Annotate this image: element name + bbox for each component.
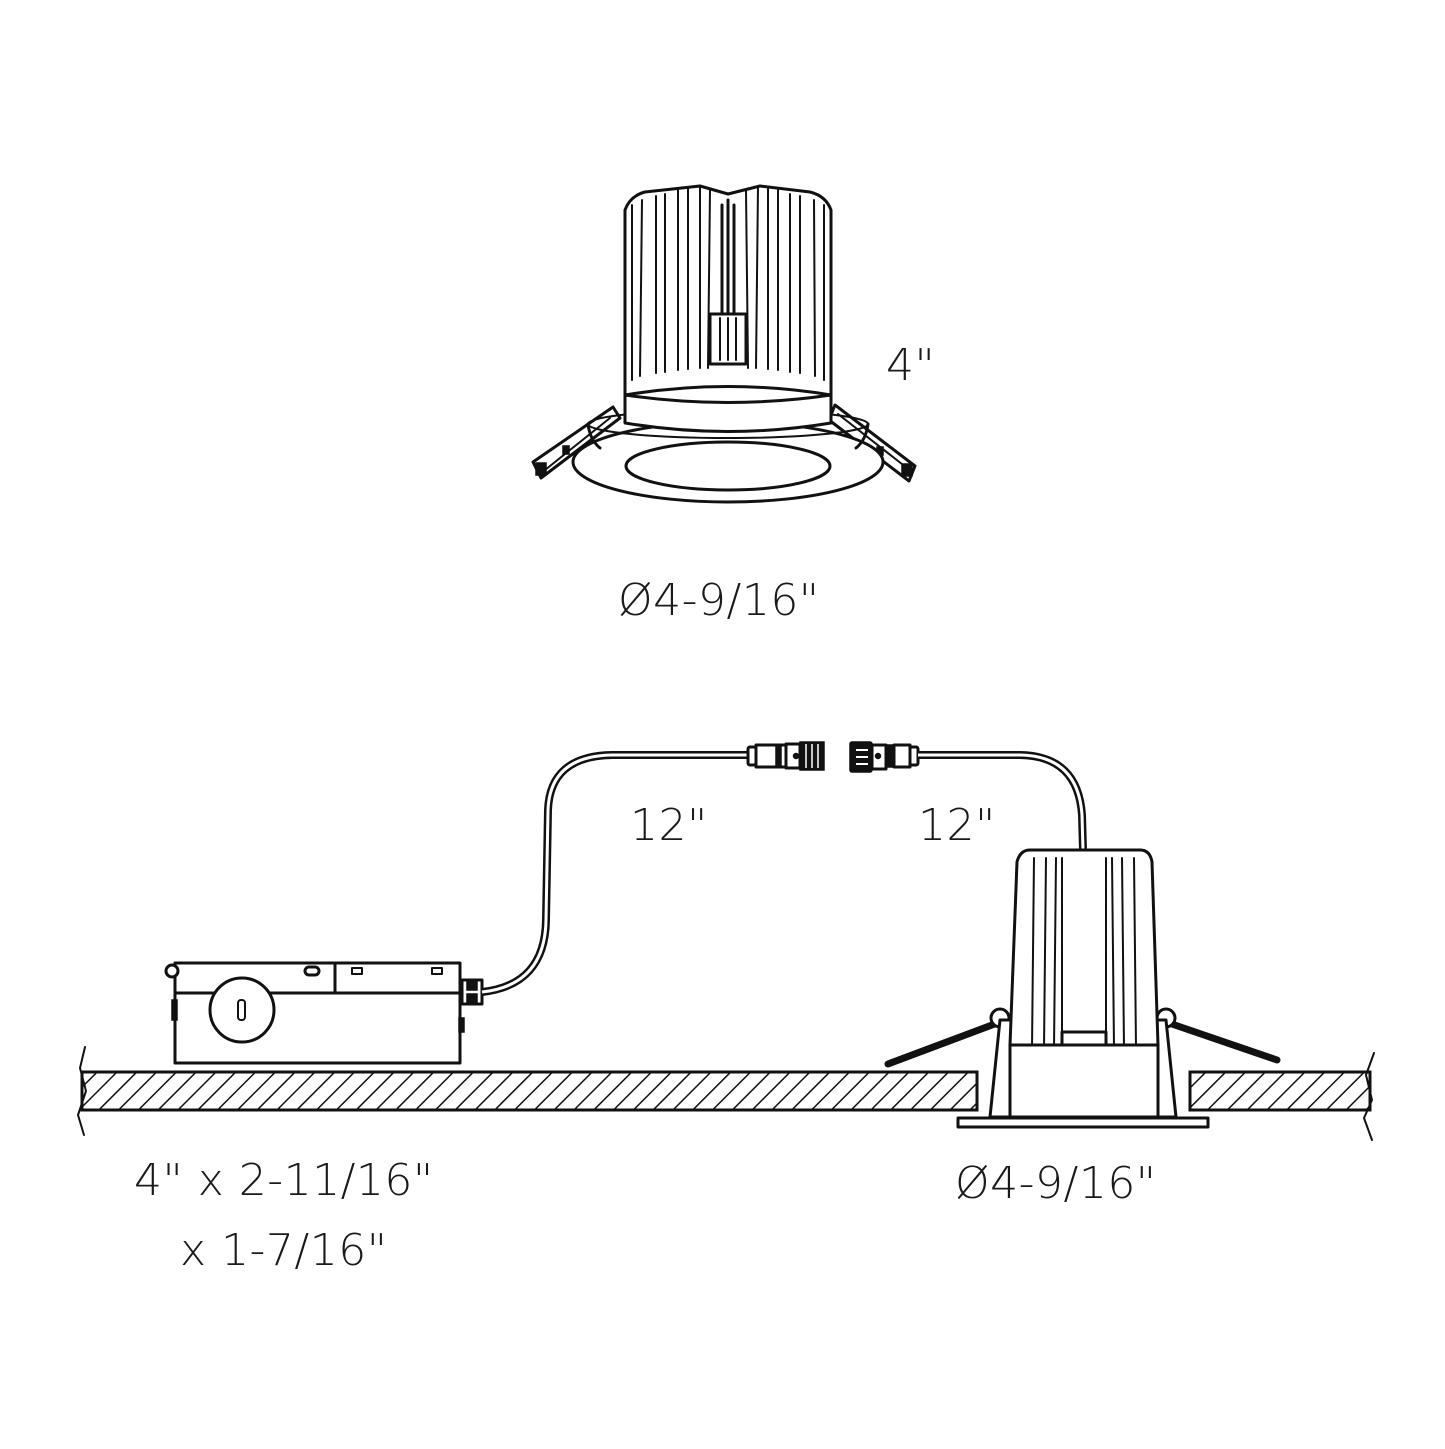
ceiling-section-right xyxy=(1188,1052,1375,1141)
mounting-clip-left-icon xyxy=(531,405,622,480)
ceiling-section-left xyxy=(77,1046,979,1136)
junction-box-dimensions-line2: x 1-7/16" xyxy=(180,1225,388,1276)
box-screw-icon xyxy=(303,965,321,977)
connector-female-icon xyxy=(849,741,920,773)
height-label: 4" xyxy=(886,340,936,391)
installed-downlight xyxy=(884,848,1281,1129)
fixture-cable-length-label: 12" xyxy=(918,800,996,851)
heat-sink-fins xyxy=(631,185,825,381)
driver-cable-length-label: 12" xyxy=(630,800,708,851)
downlight-top-view xyxy=(531,184,917,504)
connector-male-icon xyxy=(746,741,825,771)
trim-plate xyxy=(956,1116,1210,1129)
junction-box xyxy=(164,961,484,1065)
knockout-icon xyxy=(208,976,276,1044)
top-diameter-label: Ø4-9/16" xyxy=(618,575,820,626)
junction-box-dimensions-line1: 4" x 2-11/16" xyxy=(134,1155,434,1206)
install-diameter-label: Ø4-9/16" xyxy=(955,1158,1157,1209)
lens xyxy=(624,440,832,492)
driver-cable xyxy=(481,751,748,996)
